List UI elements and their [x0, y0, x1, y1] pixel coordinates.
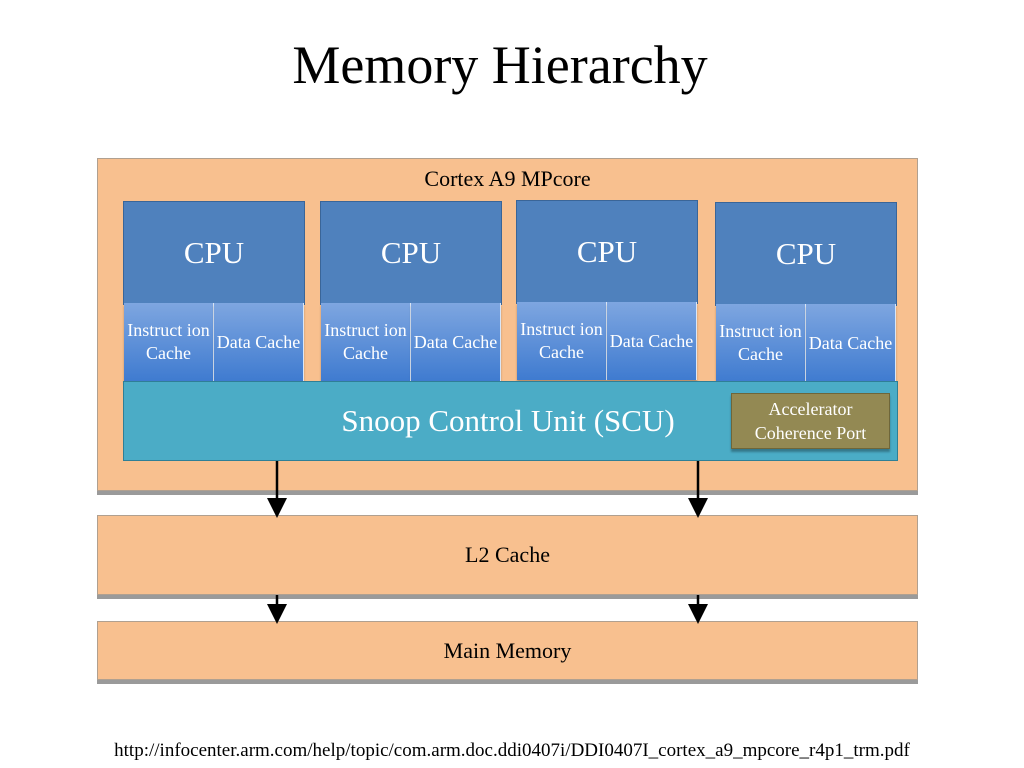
cpu-1-instruction-cache: Instruct ion Cache: [321, 303, 411, 381]
cpu-2-data-cache: Data Cache: [607, 302, 697, 380]
cpu-1-data-cache: Data Cache: [411, 303, 501, 381]
main-memory: Main Memory: [97, 621, 918, 680]
cpu-2-instruction-cache: Instruct ion Cache: [517, 302, 607, 380]
cpu-0-instruction-cache: Instruct ion Cache: [124, 303, 214, 381]
cpu-3-data-cache: Data Cache: [806, 304, 896, 382]
cpu-1: CPU: [320, 201, 502, 305]
source-url: http://infocenter.arm.com/help/topic/com…: [114, 740, 910, 761]
scu-label: Snoop Control Unit (SCU): [341, 403, 675, 438]
cpu-3-instruction-cache: Instruct ion Cache: [716, 304, 806, 382]
l2-cache: L2 Cache: [97, 515, 918, 595]
cpu-0: CPU: [123, 201, 305, 305]
cpu-3: CPU: [715, 202, 897, 306]
accelerator-coherence-port: Accelerator Coherence Port: [731, 393, 890, 449]
cluster-label: Cortex A9 MPcore: [424, 166, 591, 191]
page-title: Memory Hierarchy: [292, 35, 708, 95]
cpu-0-data-cache: Data Cache: [214, 303, 304, 381]
cpu-2: CPU: [516, 200, 698, 304]
